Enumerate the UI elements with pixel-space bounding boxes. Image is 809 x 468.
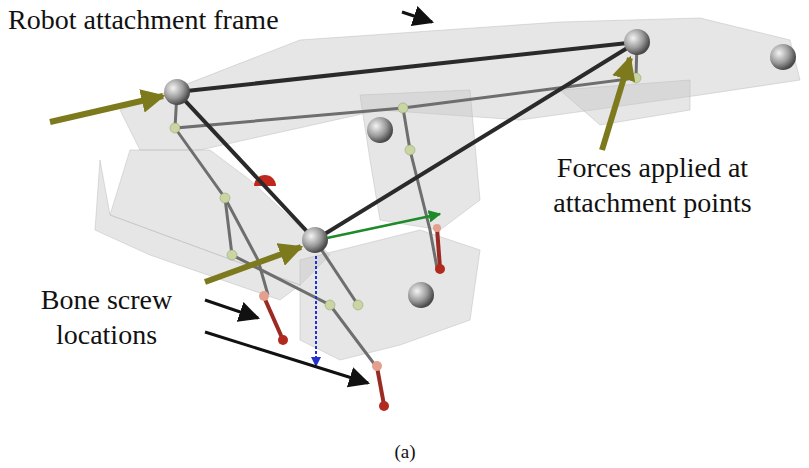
leader-line bbox=[205, 12, 432, 383]
force-label: Forces applied at attachment points bbox=[500, 150, 805, 220]
figure-caption: (a) bbox=[394, 440, 415, 464]
force-arrow bbox=[50, 58, 630, 282]
screw-head bbox=[259, 224, 441, 371]
screw-label: Bone screw locations bbox=[14, 282, 199, 352]
screw-tip bbox=[278, 264, 445, 411]
axis-arrow bbox=[327, 214, 440, 238]
frame-label: Robot attachment frame bbox=[8, 2, 400, 37]
axis-arrow bbox=[315, 256, 317, 366]
attachment-sphere bbox=[164, 29, 650, 253]
